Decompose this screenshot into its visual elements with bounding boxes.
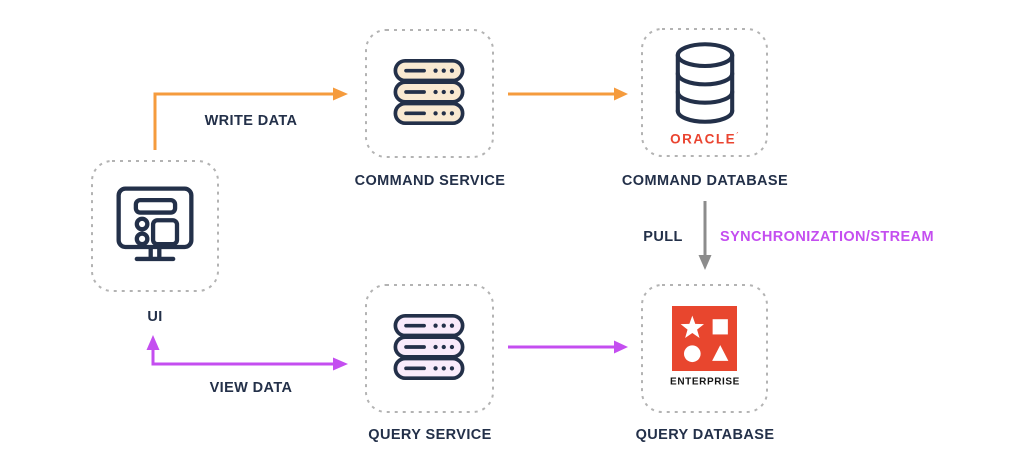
triangle-glyph [712, 345, 729, 361]
query-service-node-label: QUERY SERVICE [368, 427, 492, 443]
view-data-arrow-line [151, 348, 334, 366]
command-service-to-database-arrowhead-icon [614, 87, 628, 101]
command-server-stack-icon [388, 58, 470, 131]
query-service-to-database-arrowhead-icon [614, 340, 628, 354]
ui-node-label: UI [147, 309, 163, 325]
ui-node-box [91, 160, 219, 292]
view-data-right-arrowhead-icon [333, 357, 348, 371]
square-glyph [712, 319, 728, 335]
enterprise-red-square [672, 306, 737, 371]
synchronization-stream-edge-label: SYNCHRONIZATION/STREAM [720, 229, 934, 245]
monitor-icon [107, 181, 203, 274]
command-database-node-box [641, 28, 768, 157]
query-database-node-label: QUERY DATABASE [635, 427, 775, 443]
circle-glyph [683, 345, 701, 363]
enterprise-logo-text: ENTERPRISE [670, 376, 740, 388]
pull-sync-arrowhead-icon [698, 255, 712, 270]
pull-edge-label: PULL [643, 229, 683, 245]
query-server-stack-icon [388, 313, 470, 386]
star-glyph [680, 315, 704, 338]
shapes-grid-icon [672, 306, 737, 376]
view-data-up-arrowhead-icon [146, 335, 160, 350]
oracle-logo: ORACLE´ [670, 131, 740, 147]
database-cylinder-icon [671, 41, 739, 130]
write-data-arrowhead-icon [333, 87, 348, 101]
command-service-node-box [365, 29, 494, 158]
write-data-edge-label: WRITE DATA [204, 113, 298, 129]
command-service-node-label: COMMAND SERVICE [354, 173, 506, 189]
query-service-node-box [365, 284, 494, 413]
write-data-arrow-line [153, 92, 334, 150]
oracle-logo-text: ORACLE [670, 131, 737, 147]
view-data-edge-label: VIEW DATA [209, 380, 293, 396]
query-database-node-box [641, 284, 768, 413]
command-database-node-label: COMMAND DATABASE [621, 173, 789, 189]
